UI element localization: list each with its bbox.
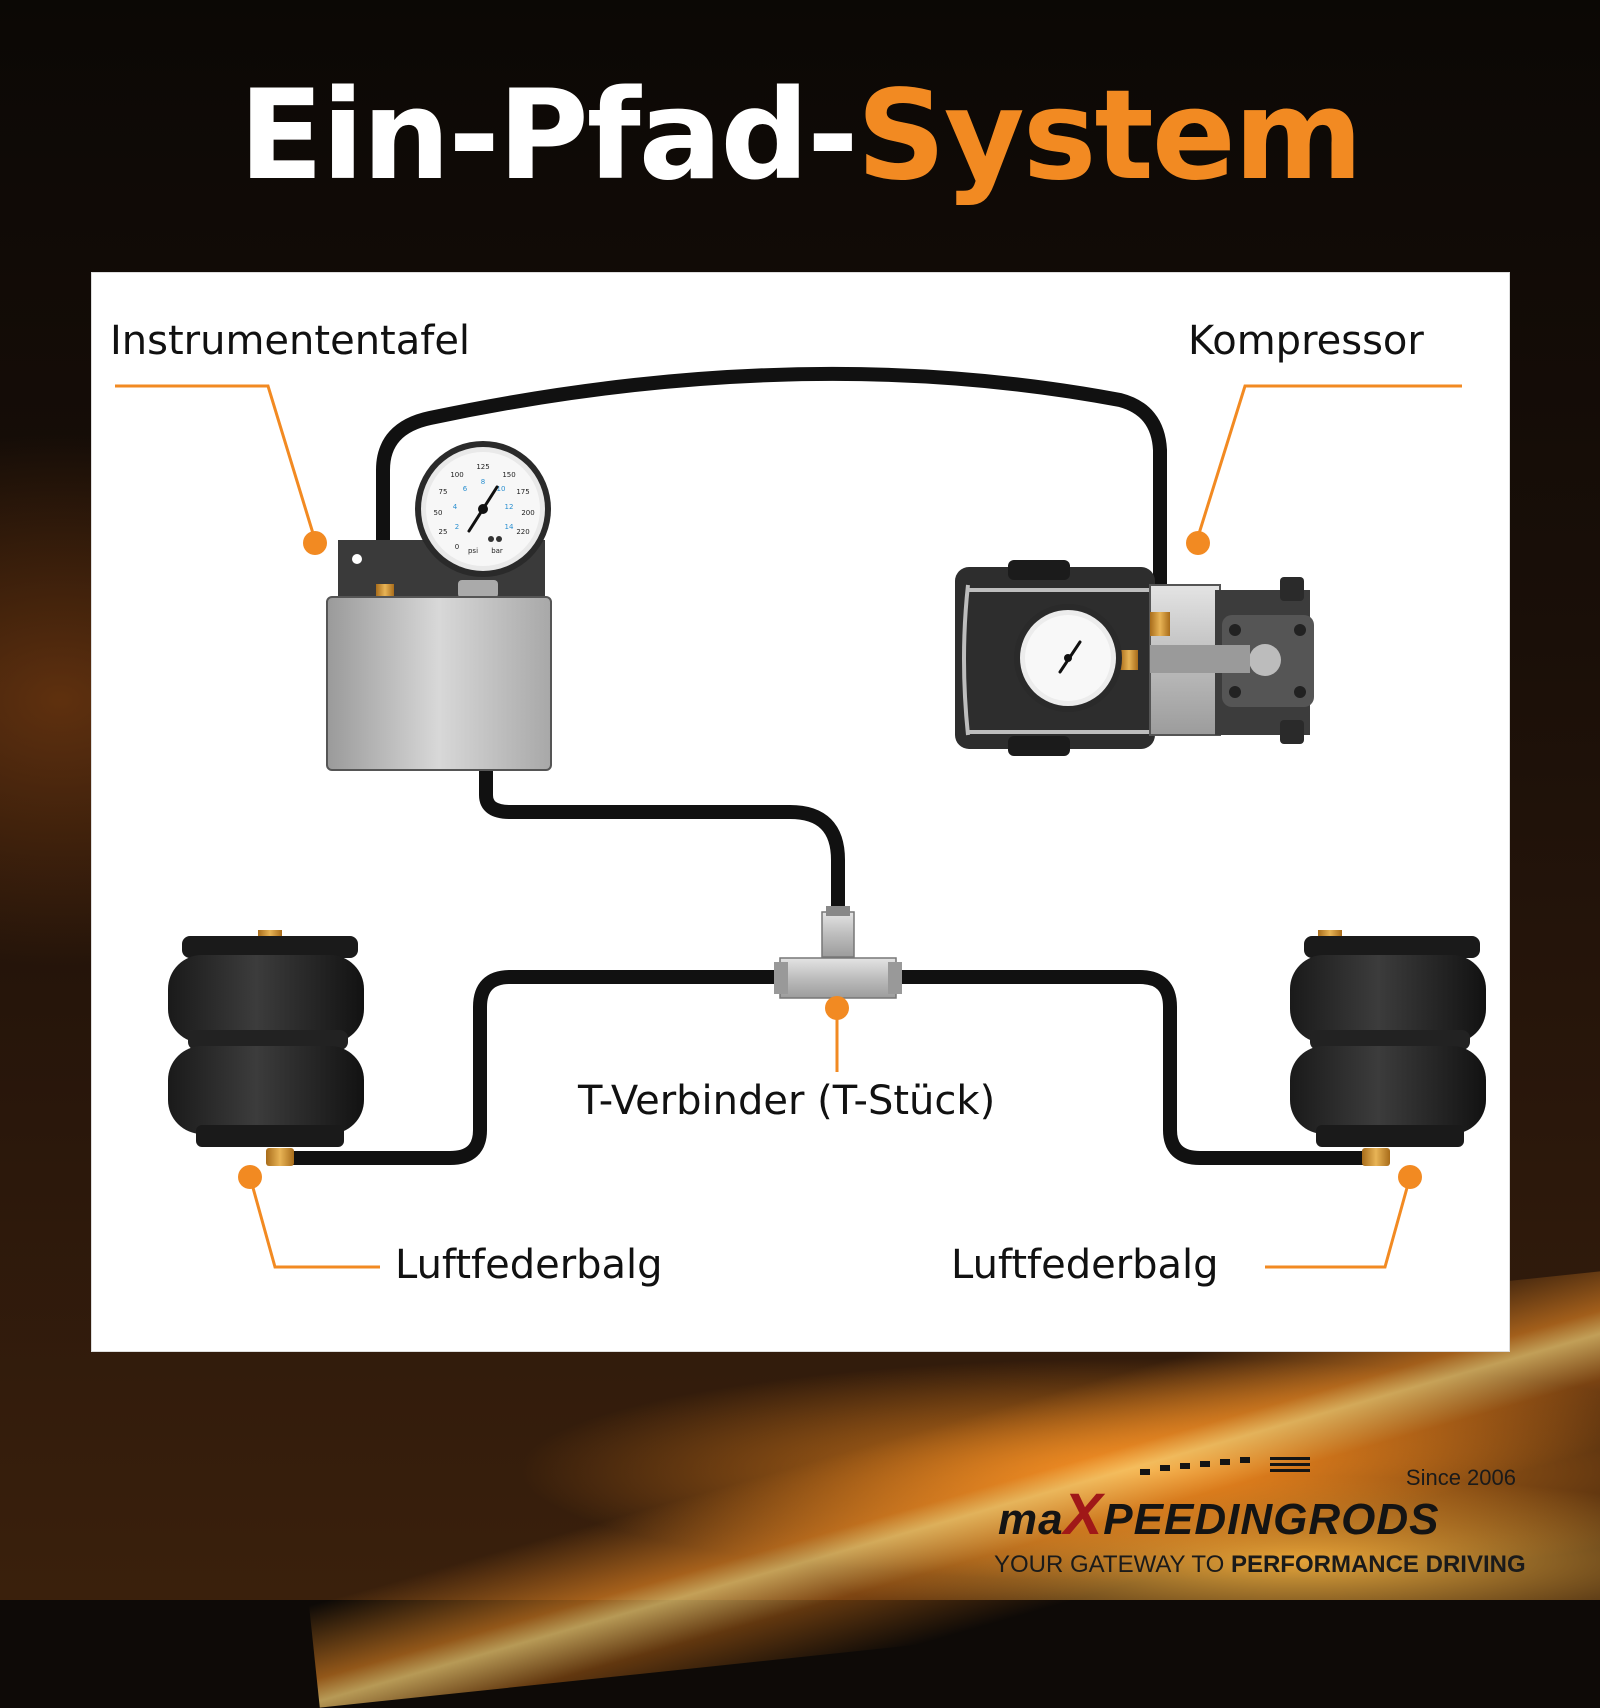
callout-dot-bag-left [238,1165,262,1189]
system-diagram: 0 25 50 75 100 125 150 175 200 220 2 4 6… [115,366,1486,1269]
label-instrument-panel: Instrumententafel [110,318,471,364]
pressure-gauge: 0 25 50 75 100 125 150 175 200 220 2 4 6… [415,441,551,577]
title-part-orange: System [856,64,1364,208]
panel-box [326,596,552,771]
callout-dot-panel [303,531,327,555]
panel-fitting-left [376,584,394,598]
air-hoses [281,366,1372,1165]
hose-tee-to-left-bag [281,970,792,1165]
bar-tick-6: 6 [463,485,468,493]
psi-tick-50: 50 [434,509,443,517]
brand-logo: Since 2006 maXPEEDINGRODS YOUR GATEWAY T… [980,1455,1540,1585]
psi-tick-220: 220 [516,528,529,536]
psi-tick-200: 200 [521,509,534,517]
psi-tick-125: 125 [476,463,489,471]
hose-tee-to-right-bag [886,970,1372,1165]
callout-dot-tee [825,996,849,1020]
callout-line-compressor [1195,384,1462,541]
psi-tick-0: 0 [455,543,459,551]
title-part-white: Ein-Pfad- [238,64,859,208]
bar-tick-4: 4 [453,503,458,511]
psi-tick-150: 150 [502,471,515,479]
bar-tick-10: 10 [497,485,506,493]
brand-name-x: X [1063,1482,1104,1547]
label-t-connector: T-Verbinder (T-Stück) [578,1078,996,1124]
brand-since: Since 2006 [1405,1465,1516,1490]
psi-tick-25: 25 [439,528,448,536]
brand-name: maXPEEDINGRODS [998,1481,1439,1548]
psi-tick-75: 75 [439,488,448,496]
air-bag-right [1290,930,1486,1166]
bar-tick-14: 14 [505,523,514,531]
psi-tick-100: 100 [450,471,463,479]
gauge-unit-bar: bar [491,547,503,555]
label-compressor: Kompressor [1188,318,1424,364]
brand-tagline: YOUR GATEWAY TO PERFORMANCE DRIVING [994,1551,1526,1579]
bar-tick-8: 8 [481,478,485,486]
bracket-hole [352,554,362,564]
air-bag-left [168,930,364,1166]
brand-name-prefix: ma [998,1495,1064,1544]
gauge-unit-psi: psi [468,547,478,555]
callout-line-panel [115,384,317,541]
panel-gauge-mount [458,580,498,598]
callout-line-bag-right [1265,1176,1412,1269]
instrument-panel-unit: 0 25 50 75 100 125 150 175 200 220 2 4 6… [326,441,552,771]
brand-name-suffix: PEEDINGRODS [1103,1495,1440,1544]
callout-dot-bag-right [1398,1165,1422,1189]
bar-tick-2: 2 [455,523,459,531]
diagram-panel [91,272,1510,1352]
compressor-unit [955,560,1314,756]
checkered-flag-icon [1140,1457,1310,1475]
psi-tick-175: 175 [516,488,529,496]
gauge-hub [478,504,488,514]
callout-dots [238,531,1422,1189]
hose-panel-to-tee [479,761,845,922]
tagline-bold: PERFORMANCE DRIVING [1230,1551,1526,1578]
callout-dot-compressor [1186,531,1210,555]
callouts [115,384,1462,1269]
t-connector [774,906,902,999]
page-title: Ein-Pfad-System [0,62,1600,211]
compressor-fitting [1150,612,1170,636]
callout-line-bag-left [248,1176,380,1269]
tagline-normal: YOUR GATEWAY TO [994,1551,1231,1578]
label-air-bag-left: Luftfederbalg [395,1242,663,1288]
compressor-gauge [1014,604,1122,712]
hose-panel-to-compressor [376,366,1167,619]
label-air-bag-right: Luftfederbalg [951,1242,1219,1288]
bar-tick-12: 12 [505,503,514,511]
